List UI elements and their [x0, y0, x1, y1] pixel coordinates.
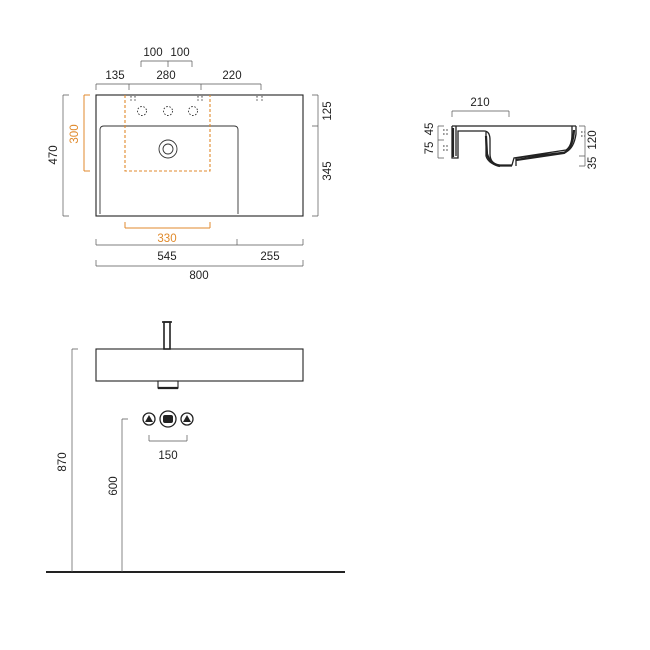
supply-left-triangle-icon: [145, 415, 153, 422]
right-dim-lines: [312, 94, 319, 217]
basin-front: [95, 348, 304, 382]
bowl-outline: [99, 125, 239, 214]
top-dim-lines: [95, 60, 262, 90]
dim-section-height-b: 45: [424, 123, 436, 136]
dim-shelf-width: 255: [260, 251, 279, 263]
dim-bowl-depth: 300: [69, 124, 81, 143]
tap-hole-left-icon: [137, 106, 147, 116]
dim-right-offset: 220: [222, 70, 241, 82]
dim-outlet-height: 600: [108, 476, 120, 495]
bottom-dim-lines: [95, 239, 304, 267]
dim-basin-height: 870: [57, 452, 69, 471]
outlet-height-dim: [121, 418, 128, 572]
tap-icon: [163, 321, 171, 350]
section-right-dim: [579, 125, 586, 167]
dim-section-height-d: 120: [587, 130, 599, 149]
drain-inner-icon: [162, 143, 174, 155]
dim-left-offset: 135: [105, 70, 124, 82]
cabinet-zone: [124, 95, 211, 172]
dim-section-width: 210: [470, 97, 489, 109]
dim-bowl-inner-width: 330: [157, 233, 176, 245]
plan-view: 100 100 135 280 220 470 300 125 345 330 …: [48, 47, 334, 282]
dim-section-height-c: 35: [587, 157, 599, 170]
section-small-marks: [443, 129, 585, 151]
left-dim-lines-orange: [83, 94, 90, 172]
dim-rear-shelf: 125: [322, 101, 334, 120]
section-hatch: [451, 128, 576, 168]
dim-tap-spacing-left: 100: [143, 47, 162, 59]
section-view: 210 75 45 35 120: [424, 97, 599, 169]
elevation-view: 150 870 600: [46, 321, 345, 573]
dim-overall-depth: 470: [48, 145, 60, 164]
section-left-dim: [437, 125, 444, 159]
dim-outlet-spacing: 150: [158, 450, 177, 462]
bottom-dim-orange: [124, 222, 211, 229]
waste-outlet-inner-icon: [163, 415, 173, 423]
outlet-spacing-dim: [148, 435, 188, 442]
dim-tap-spacing-right: 100: [170, 47, 189, 59]
dim-overall-width: 800: [189, 270, 208, 282]
tap-hole-right-icon: [188, 106, 198, 116]
dim-tap-span: 280: [156, 70, 175, 82]
section-profile: [451, 125, 577, 167]
dim-front-section: 345: [322, 161, 334, 180]
supply-right-triangle-icon: [183, 415, 191, 422]
drain-outer-icon: [158, 139, 178, 159]
basin-outline: [95, 94, 304, 217]
tap-hole-center-icon: [163, 106, 173, 116]
left-dim-lines: [62, 94, 69, 217]
section-top-dim: [451, 110, 510, 117]
dim-bowl-width: 545: [157, 251, 176, 263]
dim-section-height-a: 75: [424, 142, 436, 155]
basin-height-dim: [71, 348, 78, 572]
